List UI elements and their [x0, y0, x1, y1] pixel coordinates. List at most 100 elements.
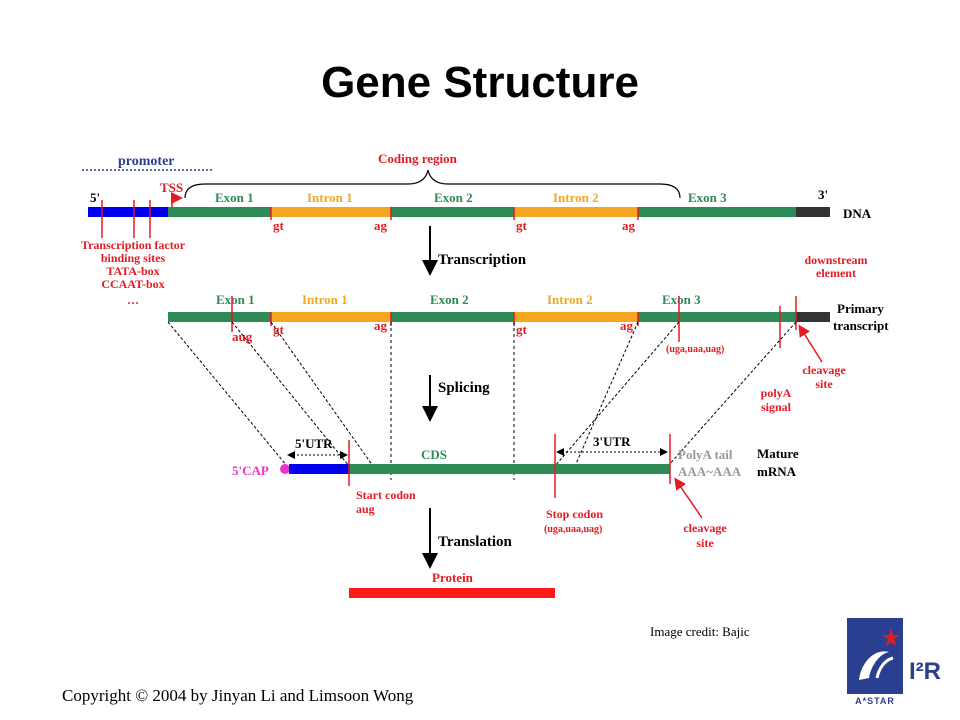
- utr5-label: 5'UTR: [295, 436, 333, 451]
- svg-text:Start codon: Start codon: [356, 488, 416, 502]
- primary-exon3-label: Exon 3: [662, 292, 701, 307]
- image-credit: Image credit: Bajic: [650, 624, 750, 639]
- mature-utr5-segment: [289, 464, 350, 474]
- i2r-brand: I²R: [909, 658, 941, 685]
- dna-exon1-label: Exon 1: [215, 190, 254, 205]
- splicing-label: Splicing: [438, 380, 490, 396]
- tss-label: TSS: [160, 180, 183, 195]
- dna-intron1-label: Intron 1: [307, 190, 353, 205]
- dna-exon1-segment: [168, 207, 271, 217]
- coding-region-label: Coding region: [378, 151, 458, 166]
- svg-text:…: …: [127, 293, 139, 307]
- svg-text:downstream: downstream: [804, 253, 867, 267]
- primary-exon1-label: Exon 1: [216, 292, 255, 307]
- cap-label: 5'CAP: [232, 463, 269, 478]
- primary-cleavage-arrow: [798, 324, 823, 363]
- dna-exon2-segment: [391, 207, 514, 217]
- svg-text:CCAAT-box: CCAAT-box: [101, 277, 164, 291]
- tf-label: Transcription factor binding sites TATA-…: [81, 238, 186, 307]
- logo-box: [847, 618, 903, 694]
- page-title: Gene Structure: [321, 58, 639, 107]
- primary-ticks: [231, 296, 797, 348]
- translation-label: Translation: [438, 534, 513, 550]
- svg-text:binding sites: binding sites: [101, 251, 166, 265]
- primary-gt: gt: [273, 322, 285, 337]
- primary-exon2-label: Exon 2: [430, 292, 469, 307]
- cds-label: CDS: [421, 447, 447, 462]
- svg-text:TATA-box: TATA-box: [106, 264, 159, 278]
- mature-cleavage-arrow: [674, 477, 703, 519]
- primary-transcript-label: Primary transcript: [833, 301, 889, 333]
- start-codon-label: Start codon aug: [356, 488, 416, 516]
- primary-exon1-segment: [168, 312, 271, 322]
- svg-text:Transcription factor: Transcription factor: [81, 238, 186, 252]
- svg-text:site: site: [696, 536, 714, 550]
- dna-gt2: gt: [516, 218, 528, 233]
- primary-exon2-segment: [391, 312, 514, 322]
- cap-marker: [280, 464, 290, 474]
- promoter-label: promoter: [118, 154, 175, 169]
- dna-three-prime: 3': [818, 187, 828, 202]
- svg-text:site: site: [815, 377, 833, 391]
- primary-intron1-segment: [271, 312, 391, 322]
- astar-logo: A*STAR I²R: [847, 618, 947, 708]
- svg-text:transcript: transcript: [833, 318, 889, 333]
- copyright: Copyright © 2004 by Jinyan Li and Limsoo…: [62, 686, 414, 705]
- dna-gt1: gt: [273, 218, 285, 233]
- protein-bar: [349, 588, 555, 598]
- primary-ag1: ag: [374, 318, 388, 333]
- svg-text:cleavage: cleavage: [802, 363, 846, 377]
- primary-end-segment: [796, 312, 830, 322]
- aaa-label: AAA~AAA: [678, 464, 742, 479]
- dna-splice-ticks: [270, 207, 639, 220]
- coding-region-brace: [184, 169, 681, 199]
- primary-intron2-label: Intron 2: [547, 292, 593, 307]
- protein-label: Protein: [432, 570, 474, 585]
- svg-text:mRNA: mRNA: [757, 464, 797, 479]
- primary-exon3-segment: [638, 312, 796, 322]
- tss-arrow: [171, 192, 183, 210]
- dna-intron2-segment: [514, 207, 638, 217]
- stop-codon-label: Stop codon (uga,uaa,uag): [544, 507, 603, 535]
- dna-exon3-label: Exon 3: [688, 190, 727, 205]
- utr3-label: 3'UTR: [593, 434, 631, 449]
- svg-text:cleavage: cleavage: [683, 521, 727, 535]
- transcription-label: Transcription: [438, 252, 527, 268]
- svg-text:Primary: Primary: [837, 301, 884, 316]
- downstream-element-label: downstream element: [804, 253, 867, 280]
- primary-gt2: gt: [516, 322, 528, 337]
- svg-text:polyA: polyA: [761, 386, 792, 400]
- dna-five-prime: 5': [90, 190, 100, 205]
- logo-text: A*STAR: [855, 696, 895, 706]
- tf-binding-ticks: [101, 200, 151, 238]
- svg-text:aug: aug: [356, 502, 375, 516]
- mature-mrna-label: Mature mRNA: [757, 446, 799, 479]
- primary-ag2: ag: [620, 318, 634, 333]
- svg-text:Mature: Mature: [757, 446, 799, 461]
- mature-cds-segment: [350, 464, 670, 474]
- svg-text:element: element: [816, 266, 856, 280]
- dna-intron2-label: Intron 2: [553, 190, 599, 205]
- svg-text:Stop codon: Stop codon: [546, 507, 603, 521]
- mature-cleavage-label: cleavage site: [683, 521, 727, 550]
- primary-cleavage-label: cleavage site: [802, 363, 846, 391]
- dna-end-segment: [796, 207, 830, 217]
- primary-intron2-segment: [514, 312, 638, 322]
- primary-intron1-label: Intron 1: [302, 292, 348, 307]
- dna-ag2: ag: [622, 218, 636, 233]
- dna-exon2-label: Exon 2: [434, 190, 473, 205]
- dna-ag1: ag: [374, 218, 388, 233]
- mature-ticks: [348, 434, 671, 498]
- polya-signal-label: polyA signal: [761, 386, 792, 414]
- primary-stop-codons: (uga,uaa,uag): [666, 344, 724, 355]
- svg-text:(uga,uaa,uag): (uga,uaa,uag): [544, 524, 602, 535]
- dna-exon3-segment: [638, 207, 796, 217]
- splicing-connectors: [167, 321, 797, 480]
- polya-tail-label: PolyA tail: [678, 447, 733, 462]
- dna-intron1-segment: [271, 207, 391, 217]
- dna-promoter-segment: [88, 207, 168, 217]
- svg-text:signal: signal: [761, 400, 792, 414]
- primary-aug: aug: [232, 329, 253, 344]
- dna-label: DNA: [843, 206, 872, 221]
